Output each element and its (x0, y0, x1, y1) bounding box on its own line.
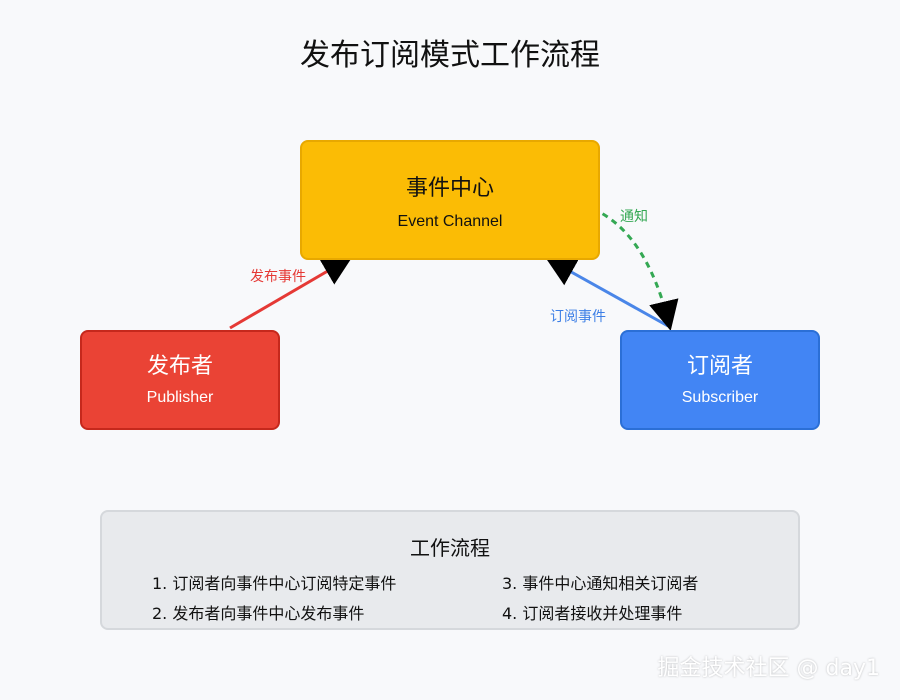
watermark: 掘金技术社区 @ day1 (657, 656, 880, 681)
workflow-step: 3. 事件中心通知相关订阅者 (502, 574, 699, 593)
event-center-node: 事件中心 Event Channel (300, 140, 600, 260)
subscriber-title: 订阅者 (686, 354, 753, 379)
subscriber-subtitle: Subscriber (681, 389, 759, 406)
publisher-node: 发布者 Publisher (80, 330, 280, 430)
workflow-title: 工作流程 (410, 536, 490, 560)
subscribe-label: 订阅事件 (550, 309, 606, 325)
publisher-title: 发布者 (146, 354, 213, 379)
subscriber-node: 订阅者 Subscriber (620, 330, 820, 430)
publisher-subtitle: Publisher (146, 389, 214, 406)
workflow-step: 4. 订阅者接收并处理事件 (502, 604, 683, 623)
event-center-title: 事件中心 (405, 176, 494, 201)
workflow-panel: 工作流程 1. 订阅者向事件中心订阅特定事件 2. 发布者向事件中心发布事件 3… (100, 510, 800, 630)
diagram-title: 发布订阅模式工作流程 (300, 38, 600, 73)
notify-label: 通知 (620, 209, 648, 225)
event-center-subtitle: Event Channel (397, 213, 503, 230)
workflow-step: 1. 订阅者向事件中心订阅特定事件 (152, 574, 397, 593)
workflow-step: 2. 发布者向事件中心发布事件 (152, 604, 365, 623)
publish-label: 发布事件 (250, 269, 306, 285)
